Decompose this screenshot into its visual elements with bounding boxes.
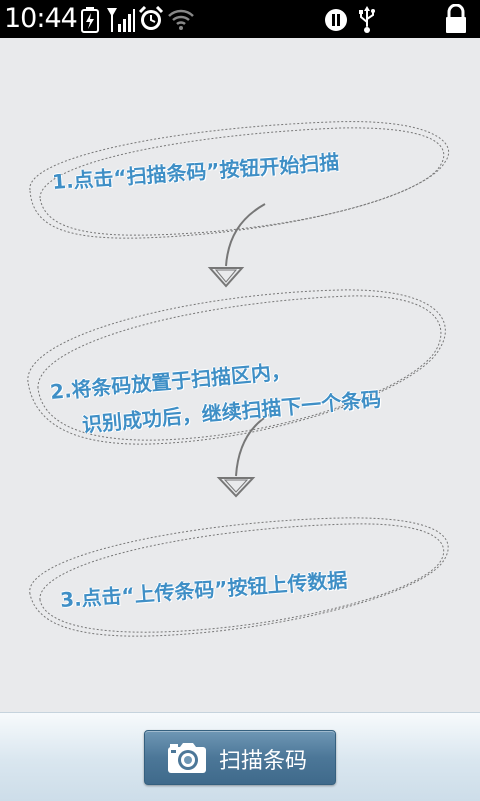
- status-bar: 10:44: [0, 0, 480, 38]
- tutorial-area: 1.点击“扫描条码”按钮开始扫描 2.将条码放置于扫描区内， 识别成功后，继续扫…: [0, 38, 480, 712]
- usb-icon: [359, 6, 375, 33]
- bottom-toolbar: 扫描条码: [0, 712, 480, 801]
- scan-barcode-button[interactable]: 扫描条码: [144, 730, 336, 785]
- scan-button-label: 扫描条码: [219, 749, 308, 774]
- status-time: 10:44: [4, 3, 78, 34]
- alarm-icon: [138, 6, 164, 30]
- step-2-ellipse: [27, 289, 446, 445]
- tutorial-illustration: [27, 121, 450, 637]
- step-1-ellipse: [29, 121, 450, 239]
- lock-icon: [446, 4, 466, 33]
- step-1-arrow: [207, 203, 266, 288]
- battery-charging-icon: [81, 7, 99, 33]
- sync-icon: [325, 9, 347, 31]
- signal-icon: [107, 8, 135, 32]
- step-2-arrow: [216, 411, 275, 498]
- camera-icon: [168, 743, 206, 773]
- wifi-icon: [168, 9, 194, 30]
- step-3-ellipse: [29, 517, 449, 637]
